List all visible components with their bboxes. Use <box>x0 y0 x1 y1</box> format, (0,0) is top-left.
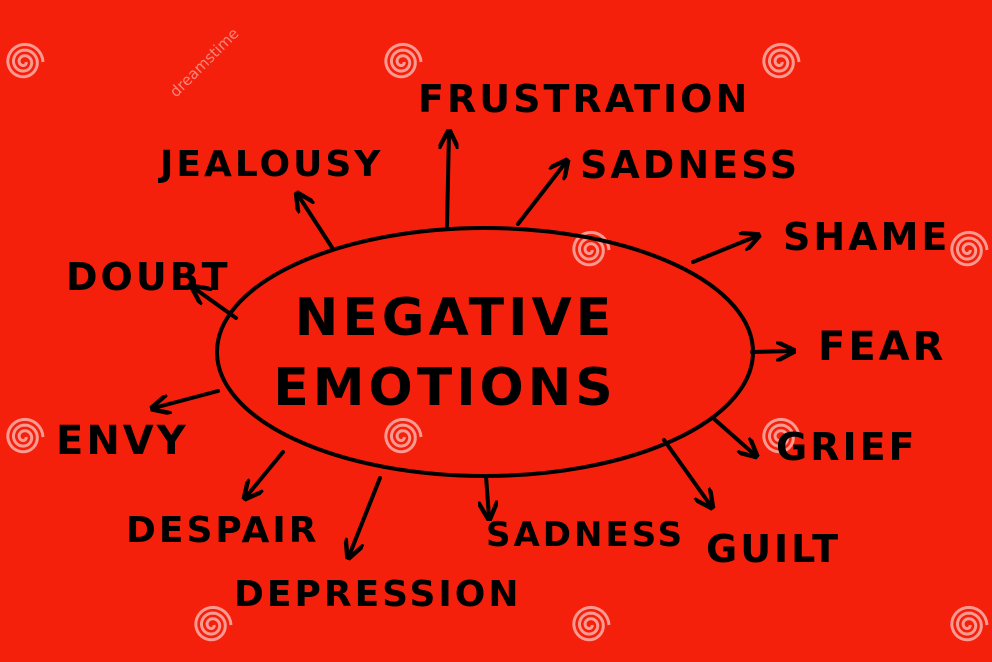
arrow <box>662 438 711 506</box>
watermark-spiral-icon <box>6 417 45 454</box>
watermark-spiral-icon <box>194 605 233 642</box>
watermark-spiral-icon <box>950 605 989 642</box>
arrow <box>486 474 489 517</box>
watermark-spiral-icon <box>572 230 611 267</box>
arrow-group <box>154 133 792 556</box>
watermark-spiral-icon <box>762 42 801 79</box>
center-title-line1: NEGATIVE <box>295 288 616 348</box>
arrow <box>194 288 238 320</box>
emotion-label: SADNESS <box>580 143 800 187</box>
watermark-spiral-icon <box>6 42 45 79</box>
arrow <box>246 450 285 497</box>
emotion-label: SADNESS <box>486 515 685 555</box>
emotion-label: FEAR <box>818 324 946 370</box>
arrow <box>711 416 755 455</box>
arrow <box>750 351 792 352</box>
arrow <box>298 195 335 251</box>
arrow <box>516 162 566 226</box>
watermark-spiral-icon <box>384 42 423 79</box>
watermark-spiral-icon <box>572 605 611 642</box>
emotion-label: DOUBT <box>66 255 231 299</box>
emotion-label: DESPAIR <box>126 510 319 551</box>
watermark-spiral-icon <box>762 417 801 454</box>
emotion-label: DEPRESSION <box>234 574 522 615</box>
arrow <box>154 389 220 408</box>
emotion-label: FRUSTRATION <box>418 77 750 121</box>
emotion-label: JEALOUSY <box>157 144 383 185</box>
emotion-label: SHAME <box>783 215 950 259</box>
arrow <box>691 236 757 264</box>
center-title-line2: EMOTIONS <box>273 358 616 418</box>
watermark-spiral-icon <box>384 417 423 454</box>
emotion-label: ENVY <box>56 418 189 464</box>
watermark-spiral-icon <box>950 230 989 267</box>
arrow <box>349 476 382 556</box>
emotion-label: GUILT <box>706 527 841 571</box>
arrow <box>447 133 449 228</box>
emotion-label: GRIEF <box>776 425 918 469</box>
